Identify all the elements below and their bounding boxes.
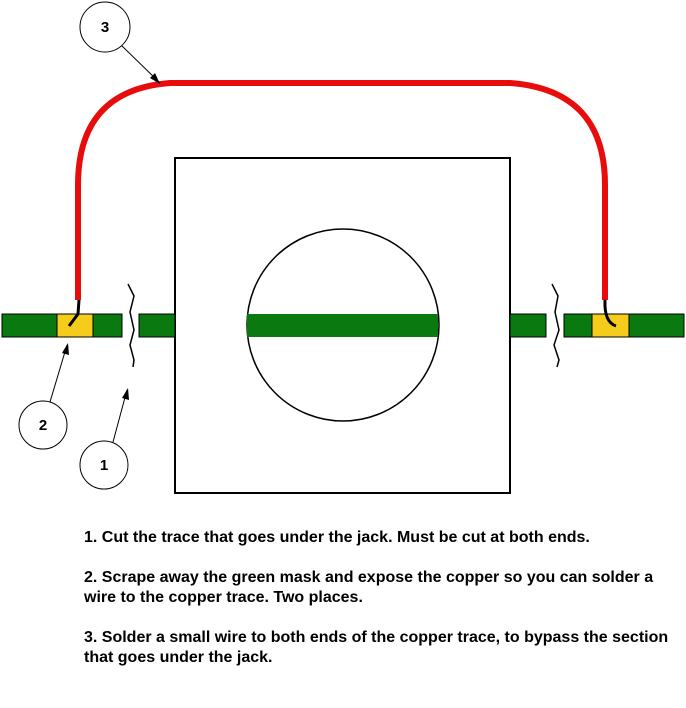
- wire-end-right: [603, 299, 617, 328]
- callout-1: 1: [79, 388, 129, 490]
- note-2: 2. Scrape away the green mask and expose…: [84, 569, 654, 606]
- callout-3: 3: [79, 1, 161, 84]
- trace-left-inner: [138, 313, 176, 338]
- exposed-copper-left: [56, 313, 94, 338]
- cut-mark-right: [551, 283, 560, 368]
- cut-mark-left: [127, 283, 135, 368]
- instructions: 1. Cut the trace that goes under the jac…: [84, 528, 674, 688]
- exposed-copper-right: [591, 313, 630, 338]
- wire-end-left: [67, 299, 81, 327]
- svg-text:2: 2: [39, 417, 47, 434]
- callout-2: 2: [18, 343, 69, 450]
- trace-under-jack: [247, 314, 438, 337]
- svg-text:1: 1: [100, 457, 108, 474]
- note-1: 1. Cut the trace that goes under the jac…: [84, 529, 590, 546]
- bypass-wire: [75, 80, 608, 300]
- note-3: 3. Solder a small wire to both ends of t…: [84, 629, 669, 666]
- trace-right-inner: [509, 313, 547, 338]
- svg-text:3: 3: [101, 19, 109, 36]
